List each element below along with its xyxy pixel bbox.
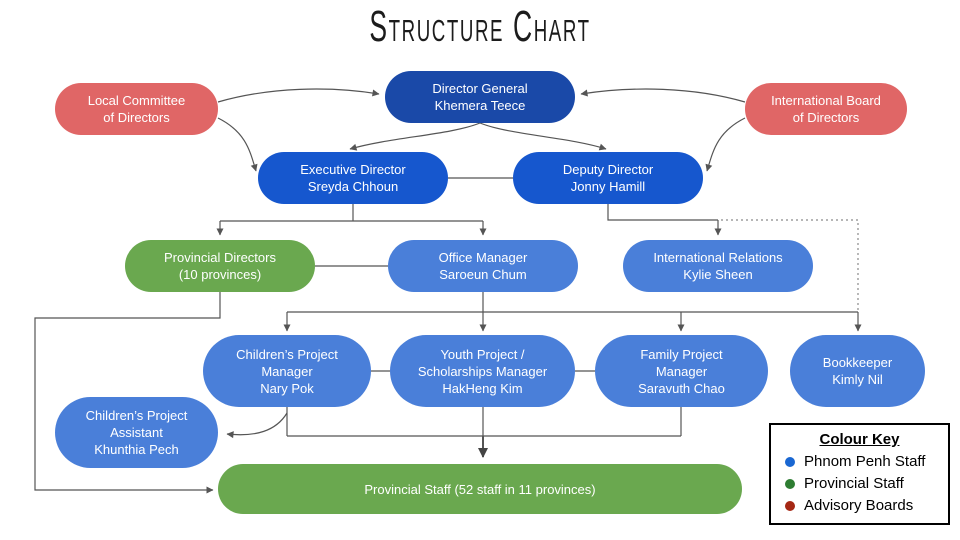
node-family-project-manager: Family Project Manager Saravuth Chao <box>595 335 768 407</box>
node-international-relations: International Relations Kylie Sheen <box>623 240 813 292</box>
red-dot-icon <box>785 500 795 511</box>
edge-deputy-stem <box>607 204 718 221</box>
node-label-line: Jonny Hamill <box>570 179 646 194</box>
node-label-line: Saravuth Chao <box>638 380 725 396</box>
edge-local-committee-to-exec <box>217 117 258 172</box>
node-provincial-directors: Provincial Directors (10 provinces) <box>125 240 315 292</box>
colour-key: Colour Key Phnom Penh Staff Provincial S… <box>769 423 950 525</box>
node-label-line: Scholarships Manager <box>417 363 548 379</box>
node-provincial-staff: Provincial Staff (52 staff in 11 provinc… <box>218 464 742 514</box>
node-label-line: Manager <box>261 363 313 379</box>
node-label-line: Nary Pok <box>260 380 314 396</box>
legend-item-advisory: Advisory Boards <box>785 497 938 514</box>
node-label-line: Khemera Teece <box>434 98 526 113</box>
node-label-line: Khunthia Pech <box>94 442 179 457</box>
legend-item-phnom-penh: Phnom Penh Staff <box>785 453 938 470</box>
node-label-line: Provincial Staff (52 staff in 11 provinc… <box>364 481 596 497</box>
green-dot-icon <box>785 478 795 489</box>
node-youth-project-manager: Youth Project / Scholarships Manager Hak… <box>390 335 575 407</box>
node-label-line: Manager <box>655 363 708 379</box>
node-label-line: of Directors <box>792 110 860 125</box>
blue-dot-icon <box>785 456 795 467</box>
edge-provdir-to-provstaff <box>34 292 221 494</box>
legend-label: Advisory Boards <box>804 497 914 514</box>
node-label-line: Kylie Sheen <box>683 267 753 282</box>
node-label-line: Provincial Directors <box>164 250 276 265</box>
page-title: Structure Chart <box>369 2 591 52</box>
node-label-line: Kimly Nil <box>832 372 883 387</box>
node-bookkeeper: Bookkeeper Kimly Nil <box>790 335 925 407</box>
node-label-line: Deputy Director <box>562 162 654 177</box>
node-label-line: HakHeng Kim <box>442 380 523 396</box>
node-childrens-project-assistant: Children’s Project Assistant Khunthia Pe… <box>55 397 218 468</box>
node-local-committee: Local Committee of Directors <box>55 83 218 135</box>
node-label-line: of Directors <box>103 110 170 125</box>
edge-dg-to-deputy <box>479 122 607 151</box>
legend-label: Phnom Penh Staff <box>804 453 926 470</box>
node-label-line: (10 provinces) <box>178 267 262 282</box>
edge-intl-board-to-deputy <box>705 117 746 172</box>
legend-title: Colour Key <box>819 431 900 448</box>
node-deputy-director: Deputy Director Jonny Hamill <box>513 152 703 204</box>
edge-intl-board-to-dg <box>580 88 746 103</box>
node-label-line: Executive Director <box>300 162 406 177</box>
node-childrens-project-manager: Children’s Project Manager Nary Pok <box>203 335 371 407</box>
node-label-line: Children’s Project <box>236 346 338 362</box>
node-label-line: Bookkeeper <box>822 355 893 370</box>
legend-label: Provincial Staff <box>804 475 904 492</box>
edge-dg-to-exec <box>349 122 481 151</box>
node-label-line: Family Project <box>640 346 723 362</box>
edge-childrens-to-assistant <box>226 412 288 439</box>
legend-item-provincial: Provincial Staff <box>785 475 938 492</box>
node-label-line: Assistant <box>110 425 163 440</box>
node-label-line: International Board <box>771 93 881 108</box>
node-label-line: Saroeun Chum <box>439 267 527 282</box>
edge-local-committee-to-dg <box>217 88 380 103</box>
node-label-line: Youth Project / <box>440 346 525 362</box>
node-director-general: Director General Khemera Teece <box>385 71 575 123</box>
node-executive-director: Executive Director Sreyda Chhoun <box>258 152 448 204</box>
node-label-line: Sreyda Chhoun <box>307 179 399 194</box>
node-label-line: International Relations <box>653 250 783 265</box>
node-label-line: Children’s Project <box>85 408 188 423</box>
node-label-line: Office Manager <box>438 250 528 265</box>
node-international-board: International Board of Directors <box>745 83 907 135</box>
node-label-line: Director General <box>432 81 528 96</box>
node-office-manager: Office Manager Saroeun Chum <box>388 240 578 292</box>
node-label-line: Local Committee <box>87 93 186 108</box>
edge-deputy-to-bookkeeper-dotted <box>721 219 859 311</box>
